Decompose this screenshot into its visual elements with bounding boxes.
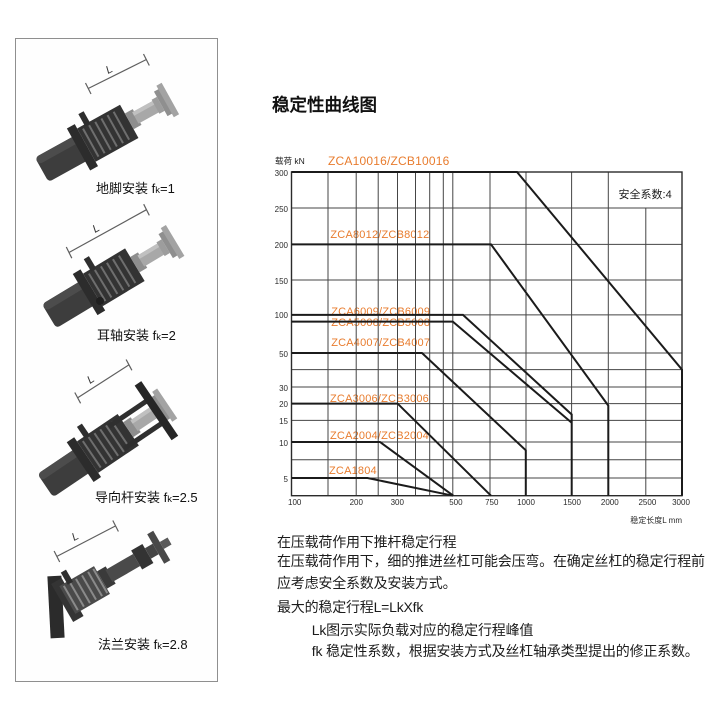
svg-text:L: L [70, 530, 81, 543]
svg-text:L: L [91, 222, 102, 235]
svg-text:L: L [104, 63, 115, 76]
svg-text:L: L [85, 373, 97, 386]
